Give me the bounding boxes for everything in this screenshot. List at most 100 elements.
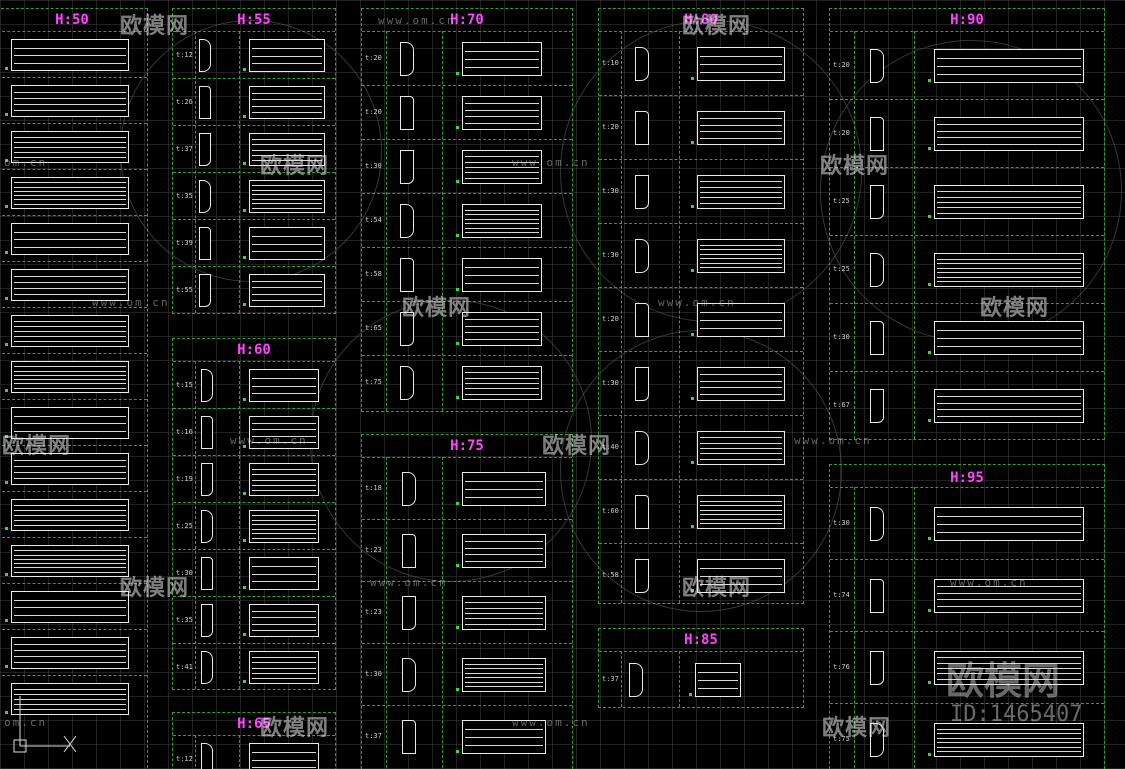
profile-row[interactable]: t:58 [362,247,572,301]
moulding-edge-line [252,386,316,387]
dimension-marker [691,205,694,208]
moulding-edge-line [937,733,1081,734]
moulding-edge-line [14,709,126,710]
profile-row[interactable]: t:58 [599,543,803,607]
moulding-edge-line [14,104,126,105]
moulding-edge-line [700,138,782,139]
profile-row[interactable]: t:30 [830,487,1104,559]
profile-row[interactable]: t:15 [173,361,335,408]
profile-row[interactable]: t:25 [830,235,1104,303]
moulding-edge-line [937,272,1081,273]
panel-title: H:80 [684,12,718,28]
profile-row[interactable]: t:75 [830,703,1104,769]
profile-row[interactable] [0,307,147,353]
profile-row[interactable]: t:74 [830,559,1104,631]
profile-row[interactable]: t:54 [362,193,572,247]
moulding-elevation [249,133,325,166]
profile-row[interactable]: t:60 [599,479,803,543]
profile-row[interactable]: t:20 [362,31,572,85]
profile-row[interactable]: t:30 [362,643,572,705]
moulding-elevation [249,463,319,496]
profile-row[interactable]: t:23 [362,581,572,643]
profile-row[interactable] [0,261,147,307]
profile-row[interactable] [0,215,147,261]
profile-row[interactable]: t:40 [599,415,803,479]
profile-row[interactable] [0,675,147,721]
dimension-marker [5,205,8,208]
profile-row[interactable]: t:76 [830,631,1104,703]
profile-row[interactable]: t:16 [173,408,335,455]
profile-row[interactable]: t:55 [173,266,335,313]
profile-row[interactable]: t:25 [830,167,1104,235]
profile-row[interactable]: t:26 [173,78,335,125]
moulding-edge-line [252,155,322,156]
profile-row[interactable]: t:41 [173,643,335,690]
panel-h50: H:50 [0,8,148,769]
profile-row[interactable] [0,537,147,583]
thickness-label: t:30 [365,162,382,170]
profile-section [635,111,649,145]
profile-row[interactable] [0,399,147,445]
dimension-marker [456,288,459,291]
profile-row[interactable]: t:67 [830,371,1104,439]
watermark-url: www.om.cn [950,576,1028,589]
profile-row[interactable] [0,583,147,629]
thickness-label: t:37 [365,732,382,740]
dimension-marker [456,342,459,345]
profile-row[interactable]: t:37 [599,651,803,707]
profile-row[interactable]: t:75 [362,355,572,409]
profile-row[interactable]: t:25 [173,502,335,549]
profile-row[interactable]: t:12 [173,735,335,769]
profile-row[interactable]: t:23 [362,519,572,581]
profile-row[interactable] [0,77,147,123]
profile-row[interactable]: t:20 [599,287,803,351]
profile-row[interactable]: t:39 [173,219,335,266]
thickness-label: t:25 [176,521,193,530]
profile-row[interactable] [0,445,147,491]
dimension-marker [928,79,931,82]
profile-row[interactable]: t:30 [599,159,803,223]
moulding-edge-line [700,72,782,73]
profile-row[interactable] [0,353,147,399]
moulding-edge-line [14,656,126,657]
profile-row[interactable] [0,31,147,77]
profile-row[interactable]: t:30 [599,223,803,287]
profile-row[interactable]: t:35 [173,596,335,643]
profile-row[interactable]: t:30 [830,303,1104,371]
profile-row[interactable]: t:20 [830,31,1104,99]
profile-section [870,253,884,287]
profile-row[interactable] [0,123,147,169]
profile-row[interactable]: t:30 [599,351,803,415]
profile-row[interactable]: t:30 [173,549,335,596]
moulding-elevation [11,407,129,439]
moulding-edge-line [252,190,322,191]
profile-row[interactable]: t:20 [599,95,803,159]
profile-row[interactable]: t:12 [173,31,335,78]
profile-row[interactable]: t:35 [173,172,335,219]
profile-row[interactable]: t:18 [362,457,572,519]
profile-row[interactable]: t:37 [362,705,572,767]
thickness-label: t:39 [176,238,193,247]
profile-row[interactable]: t:20 [362,85,572,139]
profile-row[interactable]: t:20 [830,99,1104,167]
moulding-edge-line [252,139,322,140]
profile-row[interactable]: t:37 [173,125,335,172]
profile-row[interactable] [0,491,147,537]
profile-row[interactable]: t:30 [362,139,572,193]
profile-row[interactable] [0,629,147,675]
moulding-elevation [249,39,325,72]
moulding-edge-line [465,677,543,678]
profile-row[interactable] [0,169,147,215]
moulding-edge-line [465,275,539,276]
dimension-marker [691,589,694,592]
moulding-edge-line [252,538,316,539]
profile-row[interactable]: t:10 [599,31,803,95]
thickness-label: t:20 [833,129,850,137]
profile-row[interactable]: t:65 [362,301,572,355]
dimension-marker [5,113,8,116]
profile-row[interactable]: t:19 [173,455,335,502]
thickness-label: t:37 [176,144,193,153]
dimension-marker [243,586,246,589]
moulding-elevation [249,180,325,213]
